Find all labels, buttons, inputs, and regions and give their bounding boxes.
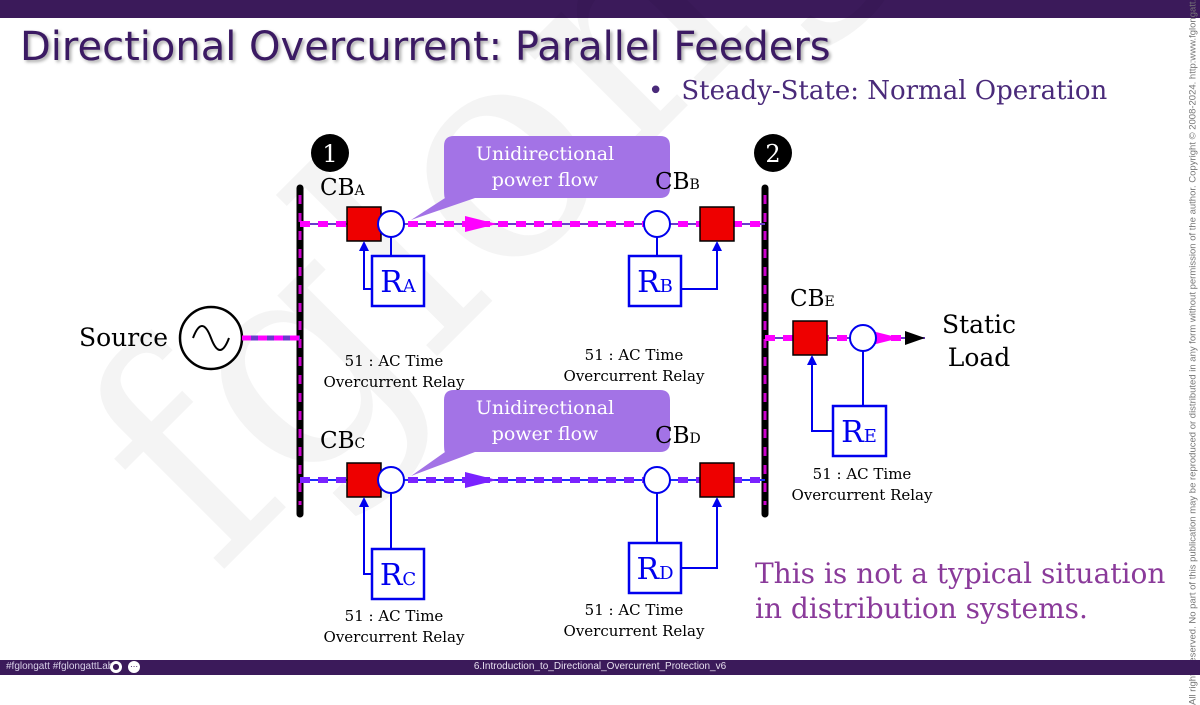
ct-e bbox=[849, 324, 877, 352]
footer-bar bbox=[0, 660, 1200, 675]
note-line2: in distribution systems. bbox=[755, 592, 1088, 625]
relay-a-caption-line2: Overcurrent Relay bbox=[324, 373, 465, 391]
relay-a-caption-line1: 51 : AC Time bbox=[345, 352, 444, 370]
source-label: Source bbox=[79, 323, 168, 352]
relay-c-label: RC bbox=[380, 558, 416, 593]
relay-a-label: RA bbox=[380, 265, 417, 300]
relay-e-caption-line1: 51 : AC Time bbox=[813, 465, 912, 483]
flow-arrow-top bbox=[465, 216, 497, 232]
ac-source-icon bbox=[178, 305, 244, 371]
relay-c bbox=[370, 547, 426, 601]
bus-1-label: 1 bbox=[322, 140, 337, 168]
bullet-item: • Steady-State: Normal Operation bbox=[648, 76, 1107, 106]
footer-filename: 6.Introduction_to_Directional_Overcurren… bbox=[473, 661, 727, 672]
relay-d-caption-line1: 51 : AC Time bbox=[585, 601, 684, 619]
more-icon[interactable]: ⋯ bbox=[128, 661, 140, 673]
bullet-dot-icon: • bbox=[648, 76, 664, 106]
copyright-text: All rights reserved. No part of this pub… bbox=[1187, 0, 1199, 705]
bus-2-badge bbox=[754, 134, 792, 172]
single-line-diagram: 1 2 Source Static Load Unidirectional po… bbox=[79, 134, 1016, 646]
relay-b-caption-line1: 51 : AC Time bbox=[585, 346, 684, 364]
relay-c-caption-line1: 51 : AC Time bbox=[345, 607, 444, 625]
relay-d-label: RD bbox=[636, 552, 673, 587]
callout-bottom-line2: power flow bbox=[492, 423, 599, 445]
callout-top-line2: power flow bbox=[492, 169, 599, 191]
copyright-notice: All rights reserved. No part of this pub… bbox=[1186, 0, 1200, 705]
callout-top-line1: Unidirectional bbox=[476, 143, 614, 165]
flow-arrow-bottom bbox=[465, 472, 497, 488]
relay-b-caption-line2: Overcurrent Relay bbox=[564, 367, 705, 385]
bullet-text: Steady-State: Normal Operation bbox=[681, 76, 1108, 106]
note-line1: This is not a typical situation bbox=[755, 557, 1166, 590]
note-text: This is not a typical situation in distr… bbox=[755, 556, 1165, 626]
breaker-a-label: CBA bbox=[320, 175, 366, 201]
ct-d bbox=[643, 466, 671, 494]
relay-c-caption-line2: Overcurrent Relay bbox=[324, 628, 465, 646]
callout-bottom: Unidirectional power flow bbox=[411, 390, 670, 476]
breaker-e-label: CBE bbox=[790, 286, 835, 312]
ct-c bbox=[377, 466, 405, 494]
footer-hashtags: #fglongatt #fglongattLab bbox=[6, 661, 114, 672]
load-label-line2: Load bbox=[948, 343, 1011, 372]
breaker-c-label: CBC bbox=[320, 428, 365, 454]
bus-2-label: 2 bbox=[765, 140, 780, 168]
breaker-b bbox=[699, 206, 735, 242]
breaker-a bbox=[346, 206, 382, 242]
callout-top: Unidirectional power flow bbox=[411, 136, 670, 220]
relay-e-label: RE bbox=[841, 415, 877, 450]
relay-a bbox=[370, 254, 426, 308]
load-label-line1: Static bbox=[942, 310, 1016, 339]
callout-bottom-line1: Unidirectional bbox=[476, 397, 614, 419]
ct-b bbox=[643, 210, 671, 238]
slide-title: Directional Overcurrent: Parallel Feeder… bbox=[20, 24, 831, 70]
breaker-d bbox=[699, 462, 735, 498]
relay-b-label: RB bbox=[637, 265, 673, 300]
relay-d-caption-line2: Overcurrent Relay bbox=[564, 622, 705, 640]
bus-1-badge bbox=[311, 134, 349, 172]
relay-e bbox=[831, 404, 888, 458]
ct-a bbox=[377, 210, 405, 238]
breaker-b-label: CBB bbox=[655, 169, 700, 195]
load-arrow-icon bbox=[905, 331, 925, 345]
top-bar bbox=[0, 0, 1200, 18]
breaker-d-label: CBD bbox=[655, 423, 701, 449]
relay-e-caption-line2: Overcurrent Relay bbox=[792, 486, 933, 504]
breaker-c bbox=[346, 462, 382, 498]
relay-b bbox=[627, 254, 683, 308]
record-icon[interactable]: ● bbox=[110, 661, 122, 673]
breaker-e bbox=[792, 320, 828, 356]
